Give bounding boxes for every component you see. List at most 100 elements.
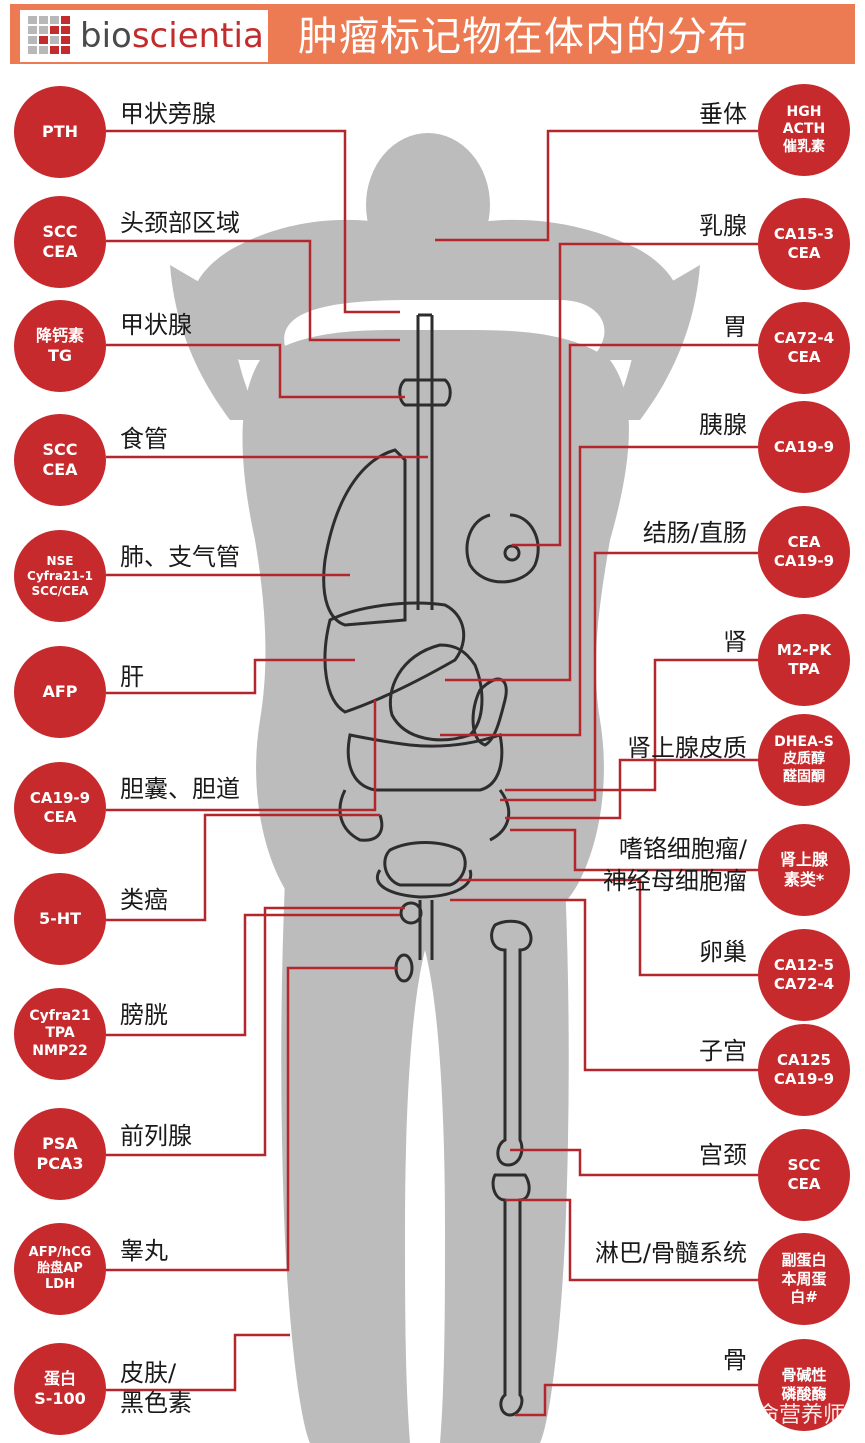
- marker-circle-lung: NSE Cyfra21-1 SCC/CEA: [14, 530, 106, 622]
- organ-label-gallbladder: 胆囊、胆道: [120, 775, 240, 803]
- organ-label-uterus: 子宫: [699, 1037, 747, 1065]
- marker-circle-ovary: CA12-5 CA72-4: [758, 929, 850, 1021]
- marker-circle-bladder: Cyfra21 TPA NMP22: [14, 988, 106, 1080]
- marker-text: 磷酸酶: [781, 1385, 827, 1403]
- organ-label-prostate: 前列腺: [120, 1122, 192, 1150]
- marker-text: CA72-4: [773, 329, 835, 348]
- marker-text: CA19-9: [773, 1070, 835, 1088]
- marker-text: LDH: [45, 1277, 75, 1293]
- organ-label-colon: 结肠/直肠: [642, 519, 747, 547]
- marker-circle-skin: 蛋白 S-100: [14, 1343, 106, 1435]
- marker-text: TG: [47, 346, 73, 365]
- marker-circle-pancreas: CA19-9: [758, 401, 850, 493]
- organ-label-lymph: 淋巴/骨髓系统: [594, 1239, 747, 1267]
- marker-circle-kidney: M2-PK TPA: [758, 614, 850, 706]
- marker-circle-colon: CEA CA19-9: [758, 506, 850, 598]
- marker-text: 副蛋白: [781, 1250, 827, 1269]
- marker-circle-carcinoid: 5-HT: [14, 873, 106, 965]
- marker-text: 降钙素: [35, 326, 84, 345]
- marker-text: SCC: [42, 222, 78, 241]
- marker-text: CEA: [787, 244, 821, 262]
- marker-circle-gallbladder: CA19-9 CEA: [14, 762, 106, 854]
- organ-label-head-neck: 头颈部区域: [120, 209, 240, 237]
- marker-text: Cyfra21-1: [27, 568, 93, 583]
- marker-text: AFP: [42, 682, 78, 701]
- marker-circle-bone: 骨碱性 磷酸酶: [758, 1339, 850, 1431]
- marker-text: DHEA-S: [774, 733, 834, 750]
- organ-label-lung: 肺、支气管: [120, 543, 240, 571]
- marker-text: CA19-9: [773, 437, 835, 456]
- logo-grid-icon: [28, 16, 70, 54]
- marker-text: HGH: [786, 103, 822, 120]
- marker-text: ACTH: [782, 121, 826, 138]
- marker-text: M2-PK: [776, 641, 832, 660]
- marker-circle-esophagus: SCC CEA: [14, 414, 106, 506]
- marker-text: 肾上腺: [779, 850, 828, 869]
- organ-label-bladder: 膀胱: [120, 1001, 168, 1029]
- marker-text: CEA: [787, 348, 821, 366]
- marker-circle-stomach: CA72-4 CEA: [758, 302, 850, 394]
- organ-label-esophagus: 食管: [120, 425, 168, 453]
- marker-text: 催乳素: [783, 138, 825, 155]
- marker-circle-cervix: SCC CEA: [758, 1129, 850, 1221]
- marker-text: 胎盘AP: [37, 1260, 83, 1276]
- organ-label-adrenal-cortex: 肾上腺皮质: [627, 734, 747, 762]
- organ-label-skin: 皮肤/ 黑色素: [120, 1359, 192, 1417]
- marker-text: 蛋白: [43, 1369, 76, 1388]
- organ-label-pancreas: 胰腺: [699, 411, 747, 439]
- marker-text: 素类*: [783, 870, 825, 889]
- marker-text: CEA: [42, 460, 78, 479]
- marker-text: CA15-3: [773, 225, 835, 244]
- logo-text-bio: bio: [80, 16, 132, 56]
- marker-circle-liver: AFP: [14, 646, 106, 738]
- marker-text: Cyfra21: [29, 1007, 91, 1024]
- marker-circle-pituitary: HGH ACTH 催乳素: [758, 84, 850, 176]
- marker-text: CA19-9: [29, 789, 91, 808]
- organ-label-breast: 乳腺: [699, 212, 747, 240]
- marker-circle-pheochromocytoma: 肾上腺 素类*: [758, 824, 850, 916]
- marker-circle-lymph: 副蛋白 本周蛋 白#: [758, 1233, 850, 1325]
- marker-text: CEA: [787, 1175, 821, 1193]
- marker-text: PSA: [42, 1134, 78, 1153]
- page-title: 肿瘤标记物在体内的分布: [298, 14, 749, 60]
- organ-label-pituitary: 垂体: [699, 100, 747, 128]
- marker-circle-head-neck: SCC CEA: [14, 196, 106, 288]
- marker-circle-pth: PTH: [14, 86, 106, 178]
- logo-text-scientia: scientia: [131, 16, 264, 56]
- marker-circle-breast: CA15-3 CEA: [758, 198, 850, 290]
- logo: bioscientia: [20, 10, 268, 62]
- marker-circle-thyroid: 降钙素 TG: [14, 300, 106, 392]
- marker-text: SCC: [42, 440, 78, 459]
- organ-label-kidney: 肾: [723, 628, 747, 656]
- marker-text: CEA: [42, 242, 78, 261]
- marker-text: NSE: [46, 553, 74, 568]
- marker-circle-adrenal-cortex: DHEA-S 皮质醇 醛固酮: [758, 714, 850, 806]
- organ-label-liver: 肝: [120, 663, 144, 691]
- organ-label-thyroid: 甲状腺: [120, 311, 192, 339]
- organ-label-bone: 骨: [723, 1346, 747, 1374]
- marker-text: CEA: [43, 808, 77, 826]
- marker-text: 5-HT: [38, 909, 82, 928]
- marker-text: 骨碱性: [781, 1366, 827, 1385]
- marker-text: TPA: [45, 1025, 75, 1042]
- logo-text: bioscientia: [80, 14, 264, 58]
- organ-label-testis: 睾丸: [120, 1237, 168, 1265]
- marker-circle-uterus: CA125 CA19-9: [758, 1024, 850, 1116]
- marker-text: SCC: [787, 1156, 821, 1175]
- marker-text: CA19-9: [773, 552, 835, 570]
- marker-text: 醛固酮: [783, 768, 825, 785]
- marker-text: TPA: [788, 660, 820, 678]
- organ-label-stomach: 胃: [723, 313, 747, 341]
- marker-text: CA12-5: [773, 956, 835, 975]
- marker-text: PCA3: [36, 1154, 84, 1173]
- organ-label-pheochromocytoma: 嗜铬细胞瘤/ 神经母细胞瘤: [603, 835, 747, 895]
- organ-label-ovary: 卵巢: [699, 938, 747, 966]
- marker-text: 白#: [790, 1288, 818, 1307]
- marker-circle-testis: AFP/hCG 胎盘AP LDH: [14, 1223, 106, 1315]
- watermark: 知乎 @生命营养师: [662, 1403, 845, 1428]
- organ-label-cervix: 宫颈: [699, 1141, 747, 1169]
- marker-text: PTH: [41, 122, 79, 141]
- header-banner: bioscientia 肿瘤标记物在体内的分布: [10, 4, 855, 64]
- marker-text: NMP22: [32, 1042, 88, 1059]
- marker-text: 本周蛋: [781, 1269, 827, 1288]
